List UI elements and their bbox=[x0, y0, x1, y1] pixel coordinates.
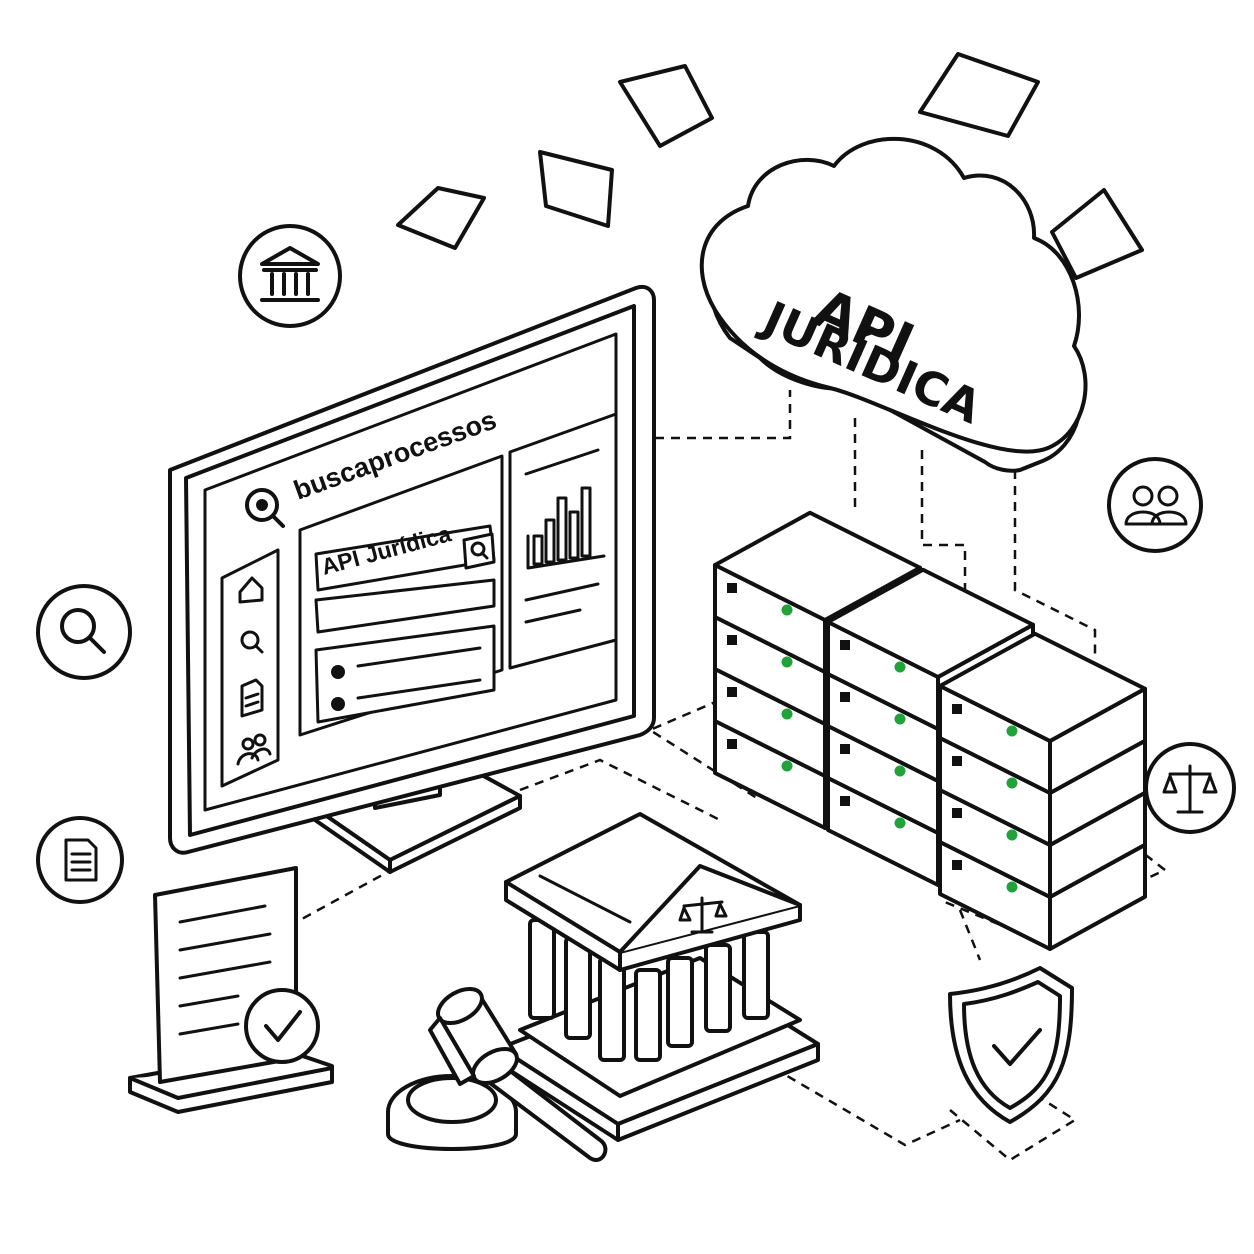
search-button[interactable] bbox=[462, 532, 496, 570]
status-led bbox=[1006, 829, 1018, 841]
sidebar-item-search[interactable] bbox=[240, 630, 264, 654]
paper-icon bbox=[918, 52, 1040, 138]
check-icon bbox=[244, 988, 320, 1064]
sidebar bbox=[220, 548, 280, 788]
gavel bbox=[386, 986, 608, 1162]
sidebar-item-documents[interactable] bbox=[240, 678, 264, 718]
brand-logo bbox=[245, 488, 285, 528]
status-led bbox=[894, 713, 906, 725]
sidebar-item-home[interactable] bbox=[238, 576, 264, 604]
search-icon bbox=[36, 584, 132, 680]
server-stacks bbox=[713, 510, 1147, 951]
bank-icon bbox=[238, 224, 342, 328]
server-port bbox=[840, 692, 850, 702]
server-port bbox=[727, 687, 737, 697]
server-port bbox=[840, 640, 850, 650]
shield-check-icon bbox=[948, 966, 1074, 1124]
status-led bbox=[781, 604, 793, 616]
server-port bbox=[952, 808, 962, 818]
monitor: buscaprocessos API Jurídica bbox=[168, 285, 656, 874]
status-led bbox=[894, 765, 906, 777]
sidebar-item-users[interactable] bbox=[236, 733, 272, 766]
server-port bbox=[840, 796, 850, 806]
users-icon bbox=[1107, 457, 1203, 553]
paper-icon bbox=[618, 64, 714, 148]
status-led bbox=[894, 817, 906, 829]
status-led bbox=[894, 661, 906, 673]
server-port bbox=[727, 635, 737, 645]
certificate bbox=[128, 866, 334, 1114]
scales-icon bbox=[678, 896, 728, 934]
list-item[interactable] bbox=[331, 678, 482, 711]
scales-icon bbox=[1144, 742, 1236, 834]
list-item[interactable] bbox=[331, 646, 482, 679]
server-port bbox=[727, 739, 737, 749]
status-led bbox=[781, 656, 793, 668]
status-led bbox=[1006, 881, 1018, 893]
document-icon bbox=[36, 816, 124, 904]
server-port bbox=[952, 704, 962, 714]
result-field bbox=[314, 578, 496, 634]
cloud: API JURÍDICA bbox=[699, 137, 1088, 473]
search-icon bbox=[240, 630, 260, 650]
server-port bbox=[840, 744, 850, 754]
courthouse bbox=[498, 812, 820, 1142]
paper-icon bbox=[396, 186, 486, 250]
status-led bbox=[781, 760, 793, 772]
paper-icon bbox=[538, 150, 614, 228]
status-led bbox=[1006, 777, 1018, 789]
document-icon bbox=[240, 678, 264, 718]
bar-chart-icon bbox=[526, 486, 606, 570]
users-icon bbox=[241, 737, 255, 751]
paper-icon bbox=[1050, 188, 1144, 280]
columns bbox=[528, 918, 770, 1062]
server-stack bbox=[938, 631, 1147, 951]
status-led bbox=[1006, 725, 1018, 737]
server-port bbox=[727, 583, 737, 593]
flying-papers bbox=[396, 52, 1144, 280]
search-icon bbox=[470, 541, 486, 557]
server-port bbox=[952, 756, 962, 766]
status-led bbox=[781, 708, 793, 720]
home-icon bbox=[238, 576, 264, 604]
server-port bbox=[952, 860, 962, 870]
